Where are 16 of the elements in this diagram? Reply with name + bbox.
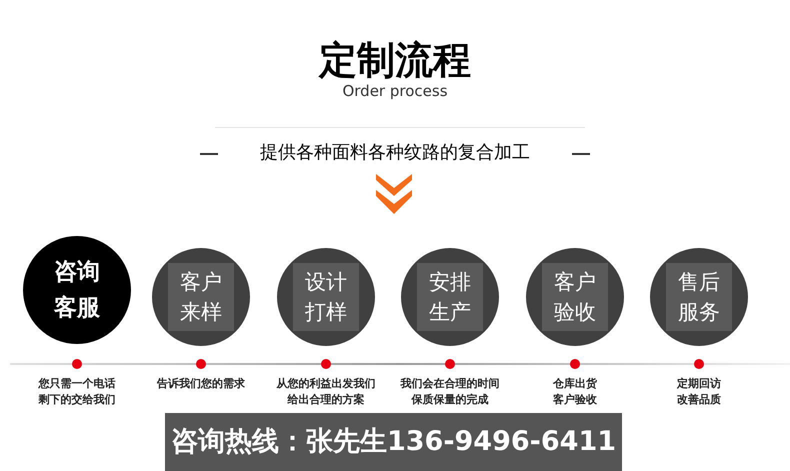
step-title: 设计打样 — [293, 263, 359, 331]
subtitle: Order process — [341, 82, 449, 100]
hotline-banner: 咨询热线：张先生136-9496-6411 — [165, 413, 622, 471]
tagline: 提供各种面料各种纹路的复合加工 — [259, 141, 531, 165]
step-description: 我们会在合理的时间保质保量的完成 — [399, 376, 500, 408]
step-description: 您只需一个电话剩下的交给我们 — [37, 376, 116, 408]
step-title: 咨询客服 — [53, 258, 101, 323]
step-title: 客户来样 — [168, 263, 234, 331]
step-description: 定期回访改善品质 — [676, 376, 722, 408]
step-title: 售后服务 — [666, 263, 732, 331]
step-description: 告诉我们您的需求 — [156, 376, 246, 392]
step-title: 客户验收 — [542, 263, 608, 331]
step-description: 从您的利益出发我们给出合理的方案 — [275, 376, 376, 408]
title: 定制流程 — [317, 37, 472, 84]
step-title: 安排生产 — [417, 263, 483, 331]
step-description: 仓库出货客户验收 — [552, 376, 598, 408]
